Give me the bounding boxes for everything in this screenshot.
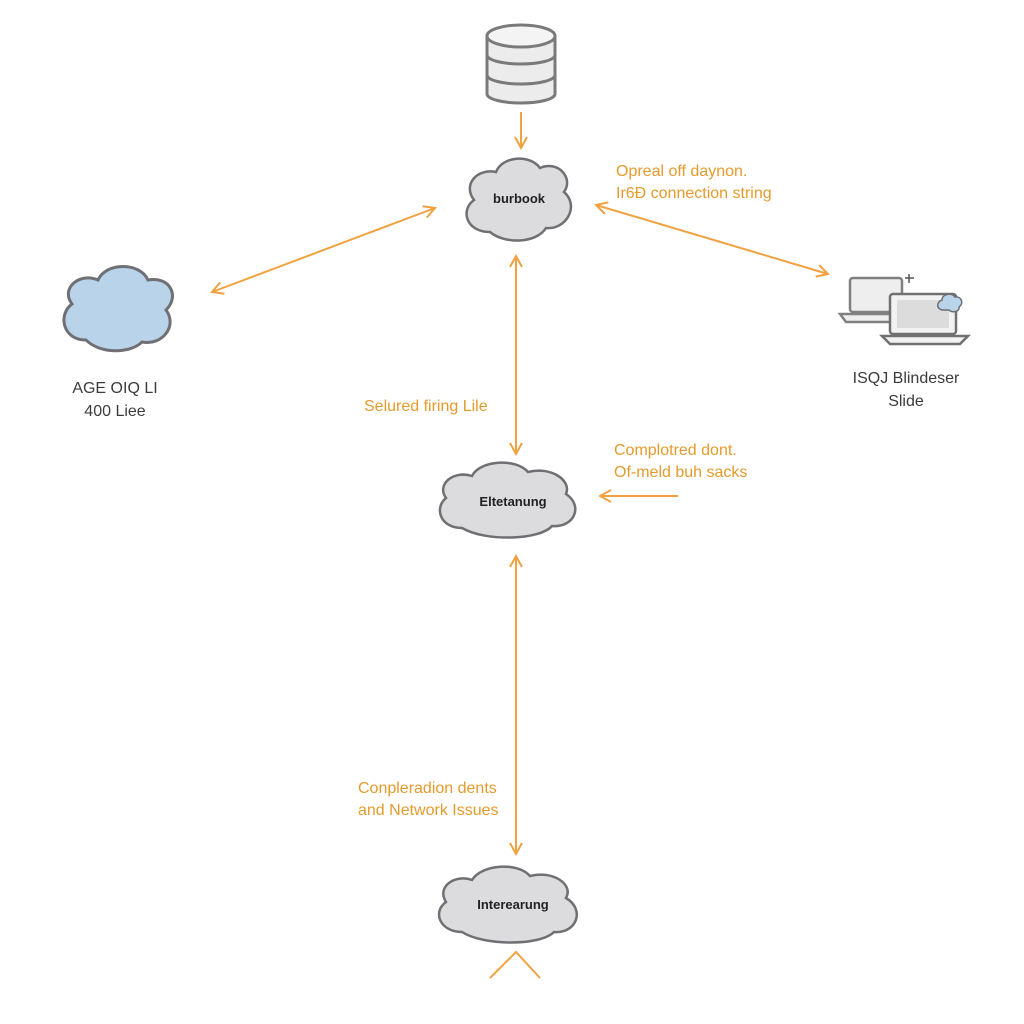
arrowhead-bottom <box>489 950 541 979</box>
cloud-burbook <box>465 157 573 242</box>
annotation-mid-right-line2: Of-meld buh sacks <box>614 464 748 481</box>
right-device-label-line1: ISQJ Blindeser <box>852 370 960 387</box>
annotation-center-left: Selured firing Lile <box>364 398 488 415</box>
left-device-label: AGE OIQ LI 400 Liee <box>40 377 190 423</box>
cloud-eltetanung <box>438 461 577 539</box>
arrow-burbook-left-device <box>212 208 435 292</box>
annotation-bottom-left-line2: and Network Issues <box>358 802 499 819</box>
cloud-label-burbook: burbook <box>493 191 545 206</box>
left-device-label-line2: 400 Liee <box>84 403 146 420</box>
database-icon <box>485 23 557 105</box>
annotation-top-right-line1: Opreal off daynon. <box>616 163 748 180</box>
annotation-bottom-left: Conpleradion dents and Network Issues <box>358 778 499 822</box>
annotation-mid-right: Complotred dont. Of-meld buh sacks <box>614 440 747 484</box>
cloud-label-interearung: Interearung <box>477 897 549 912</box>
cloud-blue-icon <box>62 265 174 353</box>
arrow-burbook-right-device <box>596 205 828 274</box>
laptops-icon <box>837 274 972 346</box>
annotation-mid-right-line1: Complotred dont. <box>614 442 737 459</box>
annotation-top-right: Opreal off daynon. Ir6Ɖ connection strin… <box>616 161 772 205</box>
annotation-bottom-left-line1: Conpleradion dents <box>358 780 497 797</box>
cloud-label-eltetanung: Eltetanung <box>479 494 547 509</box>
right-device-label-line2: Slide <box>888 393 924 410</box>
cloud-interearung <box>437 865 578 944</box>
left-device-label-line1: AGE OIQ LI <box>72 380 158 397</box>
right-device-label: ISQJ Blindeser Slide <box>834 367 978 413</box>
annotation-top-right-line2: Ir6Ɖ connection string <box>616 185 772 202</box>
